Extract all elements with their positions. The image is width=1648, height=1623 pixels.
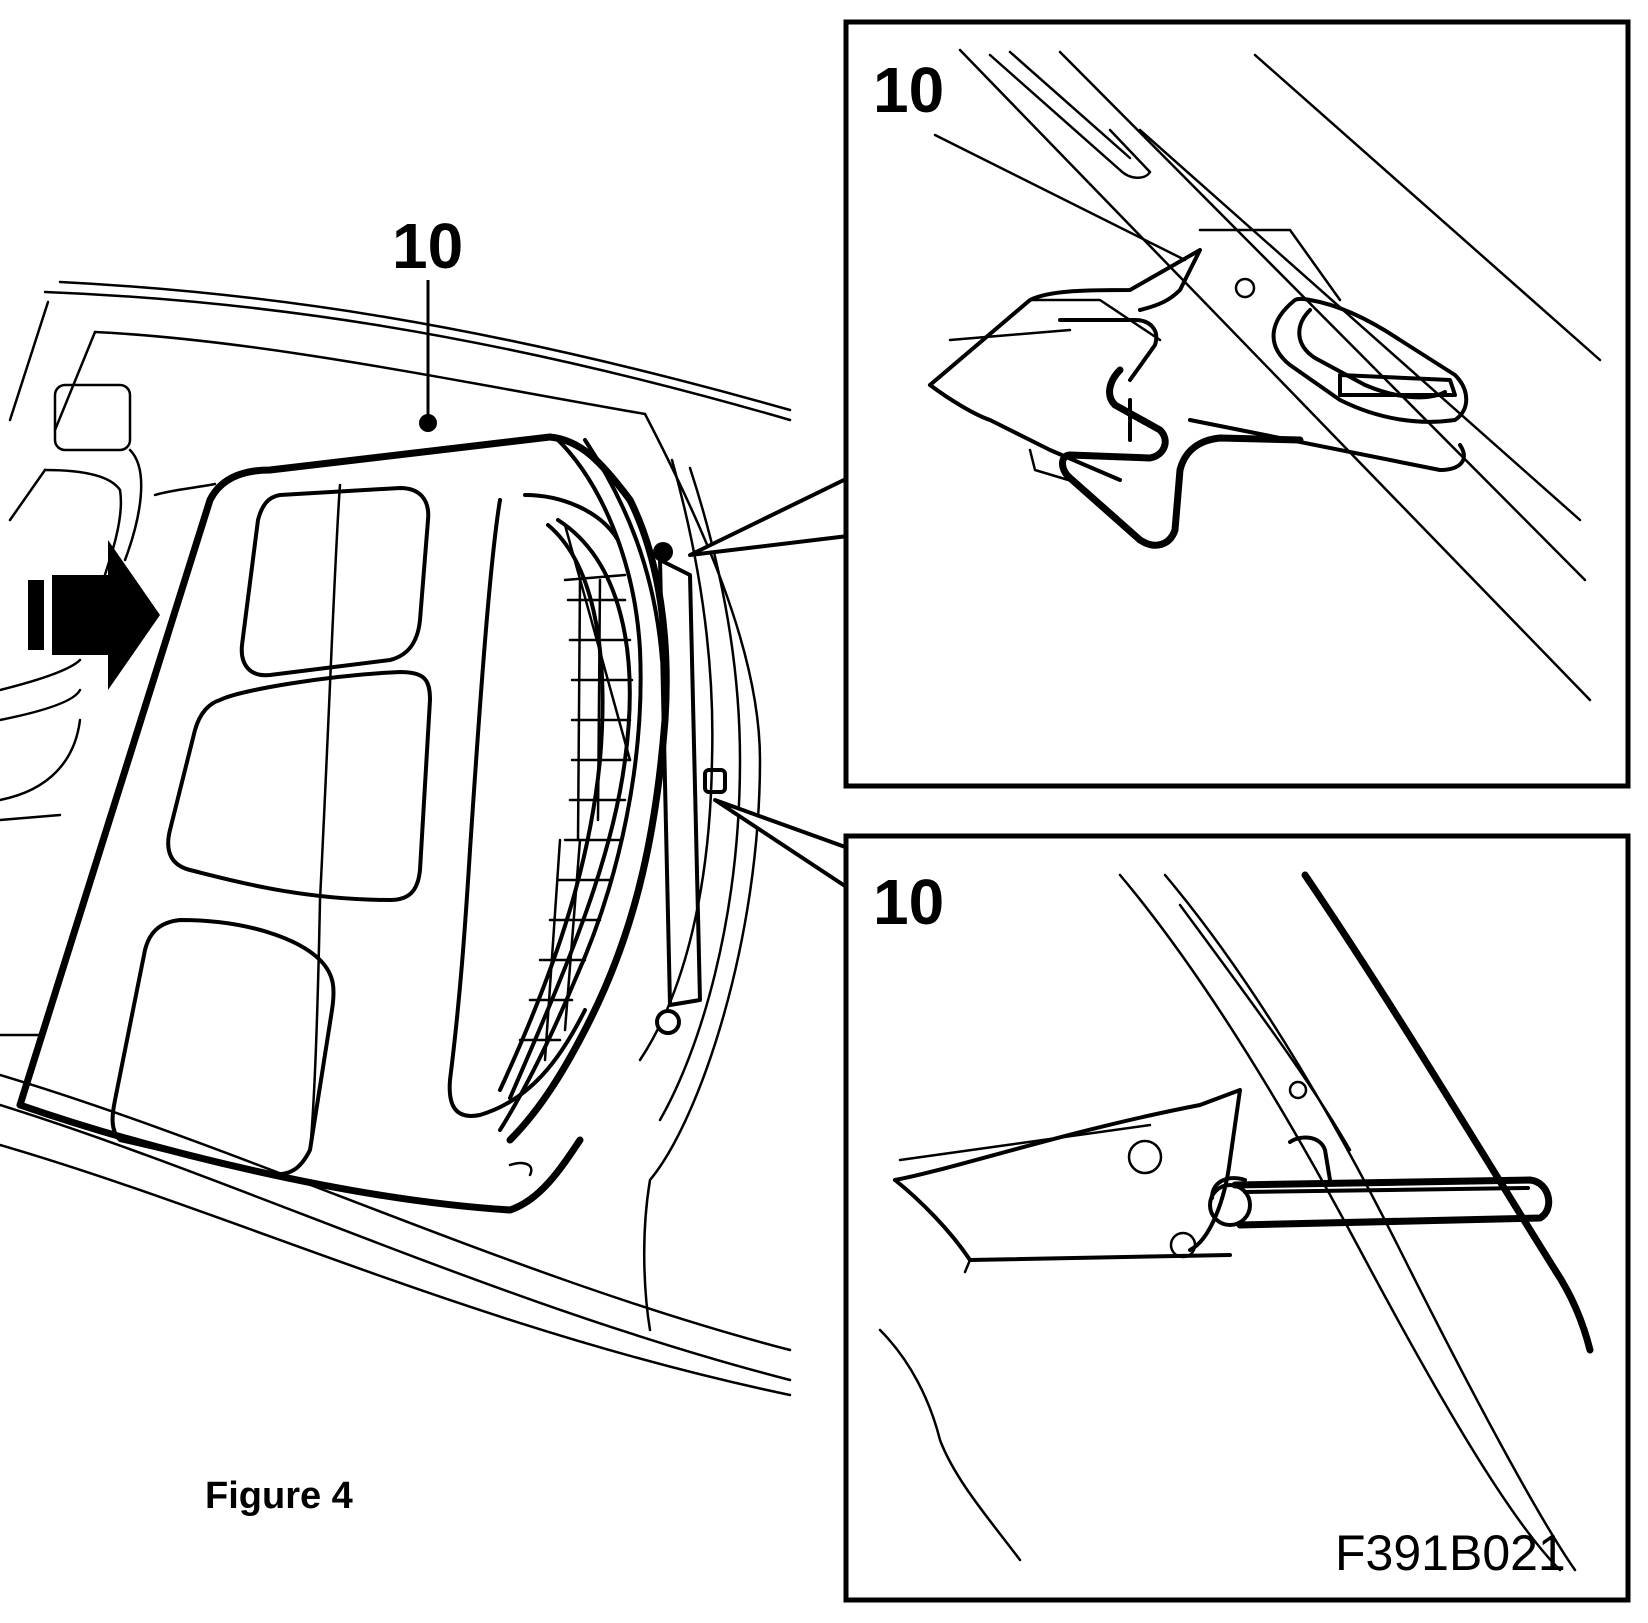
left-interior-detail: [0, 383, 217, 1037]
side-trim: [508, 542, 727, 1177]
ventilation-grille: [498, 518, 634, 1100]
right-arrow-icon: [28, 540, 160, 690]
dot-marker-icon: [419, 414, 437, 432]
detail-top-label: 10: [873, 54, 944, 126]
detail-pointers: [688, 476, 850, 890]
detail-bottom-label: 10: [873, 866, 944, 938]
main-view: 10: [0, 210, 850, 1397]
reference-code: F391B021: [1335, 1525, 1566, 1581]
detail-top: 10: [843, 19, 1631, 789]
figure-caption: Figure 4: [205, 1475, 353, 1517]
detail-bottom: 10: [843, 833, 1631, 1603]
main-label: 10: [392, 210, 463, 282]
detail-top-frame: [843, 19, 1631, 789]
main-callout: 10: [392, 210, 463, 432]
